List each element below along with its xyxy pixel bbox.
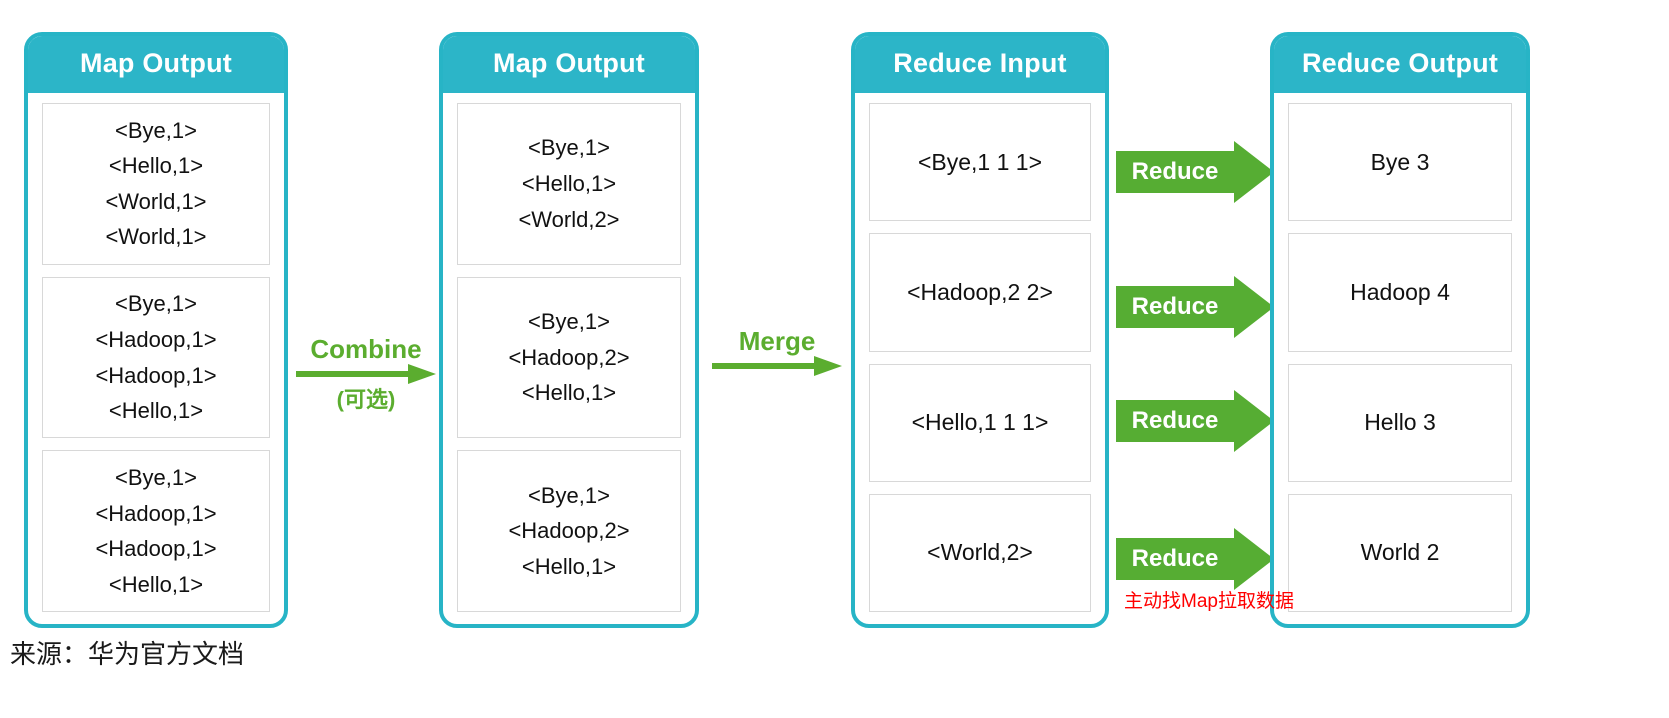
cell-line: <Bye,1> [115, 117, 197, 143]
merge-arrow-icon [712, 356, 842, 377]
panel-title-map-output-1: Map Output [28, 36, 284, 93]
reduce-block-arrow-icon [1116, 141, 1274, 203]
cell-line: <Hello,1> [521, 553, 617, 579]
panel-title-reduce-output: Reduce Output [1274, 36, 1526, 93]
cell-line: <Hello,1 1 1> [911, 409, 1049, 435]
cell-line: <World,1> [105, 188, 207, 214]
cell-line: <Hadoop,1> [95, 500, 217, 526]
cell-line: <Hadoop,1> [95, 362, 217, 388]
panel-body-reduce-output: Bye 3 Hadoop 4 Hello 3 World 2 [1274, 93, 1526, 624]
panel-body-map-output-1: <Bye,1> <Hello,1> <World,1> <World,1> <B… [28, 93, 284, 624]
cell-line: <Hadoop,2> [508, 518, 630, 544]
cell-line: World 2 [1360, 539, 1440, 566]
reduce-input-cell-3: <World,2> [869, 493, 1091, 612]
cell-line: <Hadoop,1> [95, 536, 217, 562]
cell-line: <Bye,1> [528, 135, 610, 161]
cell-line: Hello 3 [1364, 409, 1436, 435]
panel-reduce-output: Reduce Output Bye 3 Hadoop 4 Hello 3 Wor… [1270, 32, 1530, 628]
arrow-reduce-1: Reduce [1116, 276, 1274, 338]
cell-line: <Hadoop,1> [95, 326, 217, 352]
cell-line: <Hello,1> [108, 571, 204, 597]
map-output-1-cell-2: <Bye,1> <Hadoop,1> <Hadoop,1> <Hello,1> [42, 450, 270, 613]
cell-line: <World,2> [518, 206, 620, 232]
map-output-1-cell-0: <Bye,1> <Hello,1> <World,1> <World,1> [42, 103, 270, 265]
cell-line: <Hello,1> [108, 398, 204, 424]
arrow-merge-label: Merge [738, 326, 816, 356]
cell-line: <Hadoop,2 2> [907, 278, 1053, 305]
panel-title-reduce-input: Reduce Input [855, 36, 1105, 93]
reduce-block-arrow-icon [1116, 276, 1274, 338]
cell-line: <Hello,1> [521, 171, 617, 197]
cell-line: <Hello,1> [108, 153, 204, 179]
arrow-reduce-3: Reduce [1116, 528, 1274, 590]
cell-line: <Bye,1> [115, 291, 197, 317]
arrow-reduce-0: Reduce [1116, 141, 1274, 203]
cell-line: <Bye,1 1 1> [917, 148, 1043, 175]
map-output-2-cell-0: <Bye,1> <Hello,1> <World,2> [457, 103, 681, 265]
panel-map-output-1: Map Output <Bye,1> <Hello,1> <World,1> <… [24, 32, 288, 628]
combine-arrow-icon [296, 364, 436, 385]
arrow-combine-label: Combine [310, 334, 422, 364]
panel-body-map-output-2: <Bye,1> <Hello,1> <World,2> <Bye,1> <Had… [443, 93, 695, 624]
arrow-combine: Combine (可选) [296, 334, 436, 413]
cell-line: Hadoop 4 [1350, 278, 1450, 305]
panel-map-output-2: Map Output <Bye,1> <Hello,1> <World,2> <… [439, 32, 699, 628]
cell-line: <Hello,1> [521, 380, 617, 406]
reduce-output-cell-3: World 2 [1288, 493, 1512, 612]
source-note: 来源：华为官方文档 [10, 639, 245, 669]
arrow-combine-sublabel: (可选) [336, 387, 396, 413]
reduce-input-cell-2: <Hello,1 1 1> [869, 363, 1091, 482]
cell-line: <Bye,1> [528, 309, 610, 335]
reduce-block-arrow-icon [1116, 390, 1274, 452]
cell-line: <Bye,1> [115, 464, 197, 490]
reduce-input-cell-1: <Hadoop,2 2> [869, 233, 1091, 352]
annotation-pull-data: 主动找Map拉取数据 [1124, 591, 1294, 612]
cell-line: Bye 3 [1370, 148, 1430, 175]
reduce-output-cell-2: Hello 3 [1288, 363, 1512, 482]
panel-reduce-input: Reduce Input <Bye,1 1 1> <Hadoop,2 2> <H… [851, 32, 1109, 628]
map-output-2-cell-1: <Bye,1> <Hadoop,2> <Hello,1> [457, 276, 681, 439]
panel-title-map-output-2: Map Output [443, 36, 695, 93]
reduce-output-cell-1: Hadoop 4 [1288, 233, 1512, 352]
map-output-1-cell-1: <Bye,1> <Hadoop,1> <Hadoop,1> <Hello,1> [42, 276, 270, 439]
cell-line: <Bye,1> [528, 482, 610, 508]
arrow-merge: Merge [712, 326, 842, 377]
cell-line: <World,2> [927, 539, 1033, 566]
arrow-reduce-2: Reduce [1116, 390, 1274, 452]
cell-line: <Hadoop,2> [508, 344, 630, 370]
cell-line: <World,1> [105, 224, 207, 250]
reduce-block-arrow-icon [1116, 528, 1274, 590]
panel-body-reduce-input: <Bye,1 1 1> <Hadoop,2 2> <Hello,1 1 1> <… [855, 93, 1105, 624]
map-output-2-cell-2: <Bye,1> <Hadoop,2> <Hello,1> [457, 450, 681, 613]
reduce-input-cell-0: <Bye,1 1 1> [869, 103, 1091, 222]
reduce-output-cell-0: Bye 3 [1288, 103, 1512, 222]
